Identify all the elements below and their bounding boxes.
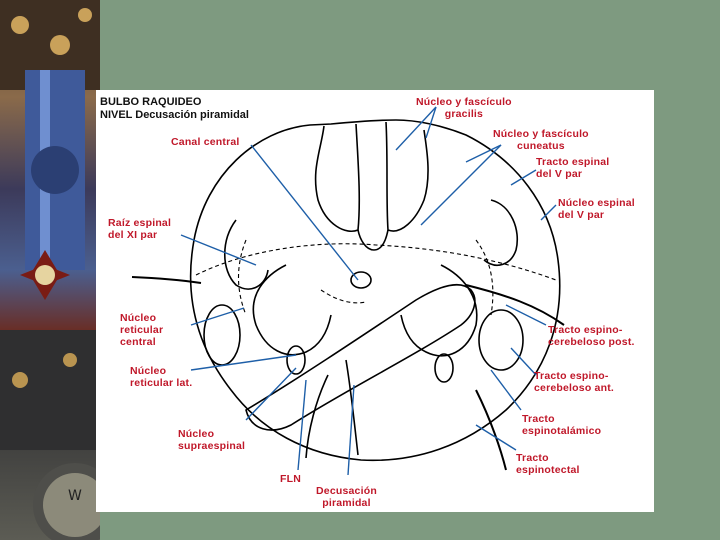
decorative-photo-strip: W	[0, 0, 100, 540]
label-canal-central: Canal central	[171, 136, 240, 148]
label-nucleo-reticular-central: Núcleo reticular central	[120, 312, 163, 348]
diagram-title-line1: BULBO RAQUIDEO	[100, 96, 201, 109]
diagram-panel: BULBO RAQUIDEO NIVEL Decusación piramida…	[96, 90, 654, 512]
label-nucleo-supraespinal: Núcleo supraespinal	[178, 428, 245, 452]
label-decusacion-piramidal: Decusación piramidal	[316, 485, 377, 509]
label-tracto-espinal-v: Tracto espinal del V par	[536, 156, 609, 180]
svg-text:W: W	[68, 488, 82, 504]
label-gracilis: Núcleo y fascículo gracilis	[416, 96, 512, 120]
label-espinotalamico: Tracto espinotalámico	[522, 413, 601, 437]
label-raiz-xi: Raíz espinal del XI par	[108, 217, 171, 241]
label-espinotectal: Tracto espinotectal	[516, 452, 580, 476]
label-fln: FLN	[280, 473, 301, 485]
label-espinocerebeloso-post: Tracto espino- cerebeloso post.	[548, 324, 635, 348]
label-espinocerebeloso-ant: Tracto espino- cerebeloso ant.	[534, 370, 614, 394]
label-nucleo-reticular-lat: Núcleo reticular lat.	[130, 365, 192, 389]
diagram-title-line2: NIVEL Decusación piramidal	[100, 109, 249, 122]
label-nucleo-espinal-v: Núcleo espinal del V par	[558, 197, 635, 221]
decorative-medal-image: W	[0, 0, 100, 540]
label-cuneatus: Núcleo y fascículo cuneatus	[493, 128, 589, 152]
